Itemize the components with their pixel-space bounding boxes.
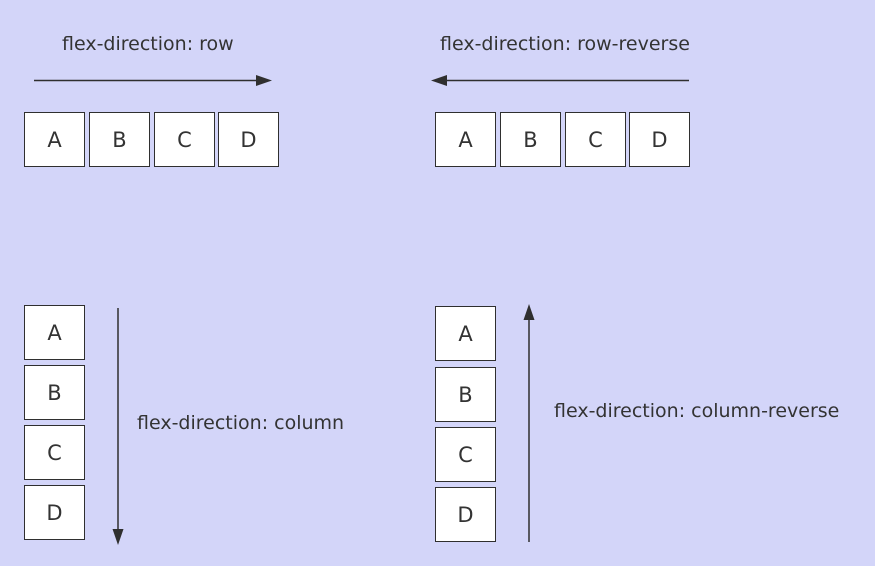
- row-caption: flex-direction: row: [62, 33, 234, 55]
- column-reverse-item-b: B: [435, 367, 496, 422]
- column-reverse-item-c: C: [435, 427, 496, 482]
- row-item-a: A: [24, 112, 85, 167]
- row-item-c: C: [154, 112, 215, 167]
- row-item-d: D: [218, 112, 279, 167]
- row-item-b: B: [89, 112, 150, 167]
- column-item-a: A: [24, 305, 85, 360]
- column-reverse-caption: flex-direction: column-reverse: [554, 400, 840, 422]
- row-reverse-item-b: B: [500, 112, 561, 167]
- row-reverse-direction-left-arrow: [431, 75, 689, 86]
- column-reverse-item-d: D: [435, 487, 496, 542]
- row-direction-right-arrow: [34, 75, 272, 86]
- column-reverse-item-a: A: [435, 306, 496, 361]
- column-item-b: B: [24, 365, 85, 420]
- column-item-d: D: [24, 485, 85, 540]
- row-reverse-item-a: A: [435, 112, 496, 167]
- row-reverse-caption: flex-direction: row-reverse: [440, 33, 690, 55]
- row-reverse-item-d: D: [629, 112, 690, 167]
- column-item-c: C: [24, 425, 85, 480]
- column-caption: flex-direction: column: [137, 412, 345, 434]
- column-direction-down-arrow: [112, 308, 124, 545]
- column-reverse-direction-up-arrow: [523, 304, 535, 542]
- row-reverse-item-c: C: [565, 112, 626, 167]
